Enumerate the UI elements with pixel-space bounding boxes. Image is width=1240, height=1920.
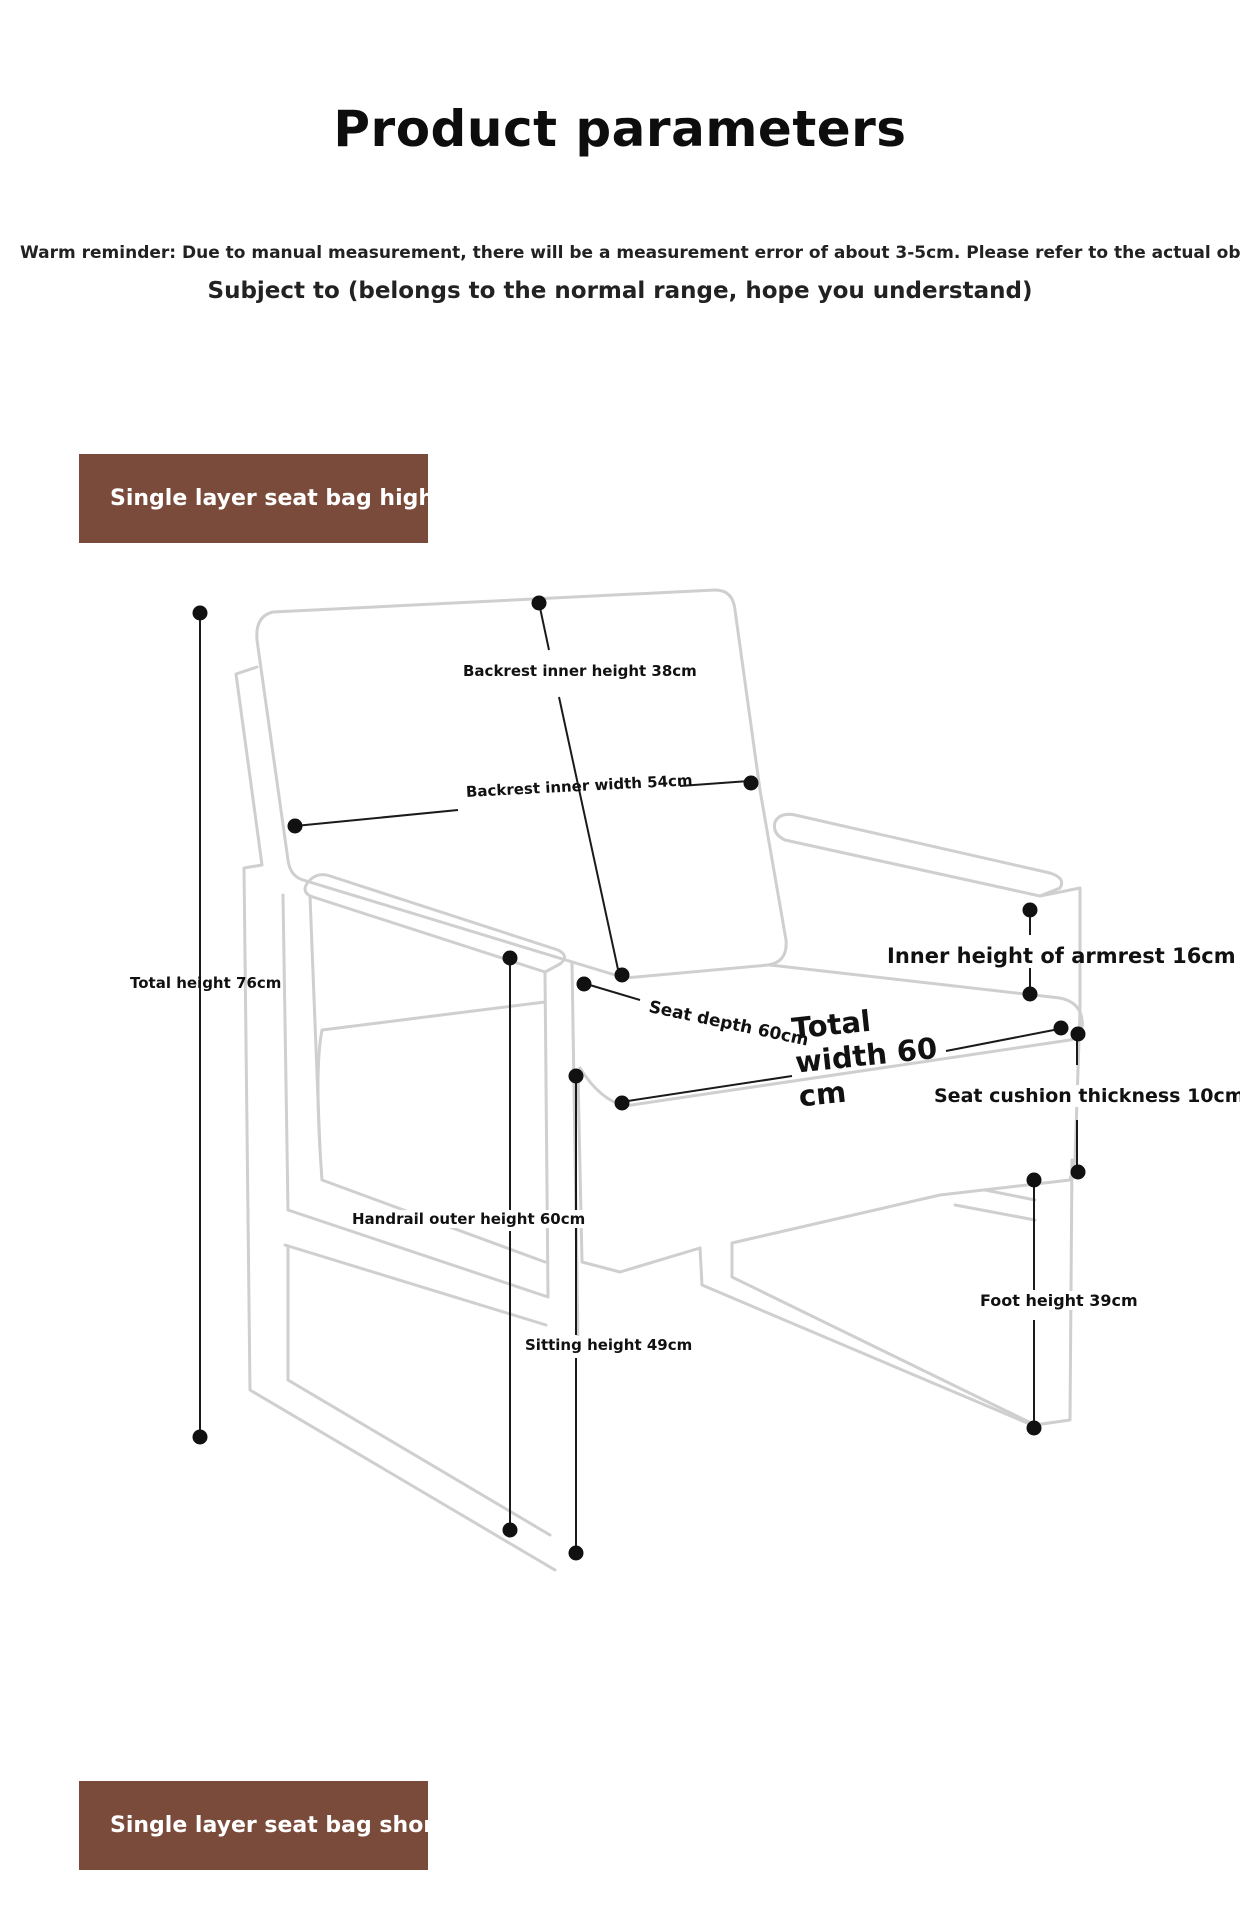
- dot-handrail-top: [502, 950, 518, 966]
- label-backrest-inner-height: Backrest inner height 38cm: [463, 662, 697, 680]
- dot-total-width-right: [1053, 1020, 1069, 1036]
- dot-seat-depth: [576, 976, 592, 992]
- measurement-reminder: Warm reminder: Due to manual measurement…: [20, 243, 1240, 263]
- backrest-height-line-top: [538, 602, 550, 651]
- dot-armrest-top: [1022, 902, 1038, 918]
- dot-sitting-top: [568, 1068, 584, 1084]
- label-sitting-height: Sitting height 49cm: [522, 1336, 696, 1354]
- section-tag-high: Single layer seat bag high: [79, 454, 434, 543]
- label-inner-height-armrest: Inner height of armrest 16cm: [887, 944, 1236, 968]
- dot-armrest-bottom: [1022, 986, 1038, 1002]
- dot-cushion-top: [1070, 1026, 1086, 1042]
- page-title: Product parameters: [333, 100, 907, 158]
- measurement-lines: [199, 602, 1078, 1552]
- dot-foot-bottom: [1026, 1420, 1042, 1436]
- label-handrail-outer-height: Handrail outer height 60cm: [349, 1210, 589, 1228]
- backrest-width-line-right: [679, 780, 750, 787]
- dot-backrest-width-left: [287, 818, 303, 834]
- total-width-line-right: [945, 1028, 1060, 1052]
- label-total-height: Total height 76cm: [130, 974, 282, 992]
- total-width-line-left: [620, 1075, 793, 1103]
- section-tag-short: Single layer seat bag short: [79, 1781, 445, 1870]
- section-tag-high-label: Single layer seat bag high: [110, 486, 435, 511]
- label-seat-cushion-thickness: Seat cushion thickness 10cm: [931, 1085, 1240, 1107]
- backrest-height-line-bottom: [558, 696, 620, 975]
- dot-total-width-left: [614, 1095, 630, 1111]
- section-tag-short-label: Single layer seat bag short: [110, 1813, 445, 1838]
- label-foot-height: Foot height 39cm: [977, 1291, 1141, 1310]
- dot-backrest-width-right: [743, 775, 759, 791]
- subject-note: Subject to (belongs to the normal range,…: [207, 278, 1033, 304]
- dot-total-height-bottom: [192, 1429, 208, 1445]
- measurement-dots: [192, 595, 1086, 1561]
- label-total-width: Total width 60 cm: [790, 997, 942, 1114]
- dot-backrest-height-bottom: [614, 967, 630, 983]
- chair-outline: [234, 588, 1084, 1572]
- dot-foot-top: [1026, 1172, 1042, 1188]
- dot-sitting-bottom: [568, 1545, 584, 1561]
- dot-total-height-top: [192, 605, 208, 621]
- dot-cushion-bottom: [1070, 1164, 1086, 1180]
- backrest-width-line-left: [294, 809, 459, 827]
- dot-backrest-height-top: [531, 595, 547, 611]
- seat-depth-line: [582, 982, 641, 1001]
- dot-handrail-bottom: [502, 1522, 518, 1538]
